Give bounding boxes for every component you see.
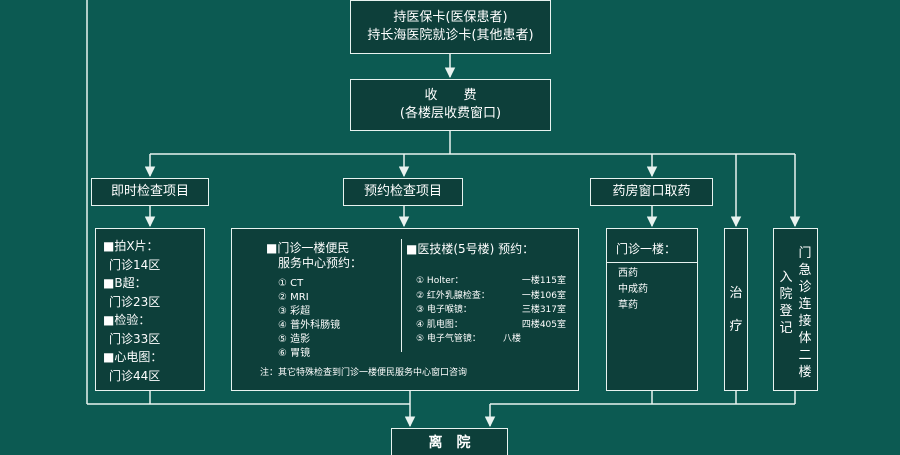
appointment-right-item-loc: 三楼317室 <box>521 305 566 315</box>
appointment-right-item-loc: 一楼115室 <box>521 276 566 286</box>
admission-char: 接 <box>798 314 812 329</box>
appointment-right-item: ④ 肌电图： 四楼405室 <box>416 318 566 333</box>
appointment-left-item: ⑤ 造影 <box>278 334 311 345</box>
immediate-items-box: ■拍X片： 门诊14区 ■B超： 门诊23区 ■检验： 门诊33区 ■心电图： … <box>95 228 205 391</box>
appointment-divider <box>401 239 402 352</box>
appointment-left-item: ③ 彩超 <box>278 306 311 317</box>
appointment-check-title: 预约检查项目 <box>363 184 442 199</box>
appointment-note: 注：其它特殊检查到门诊一楼便民服务中心窗口咨询 <box>260 368 468 378</box>
immediate-item-name: ■心电图： <box>103 350 163 364</box>
admission-char: 门 <box>798 246 812 261</box>
immediate-item-name: ■B超： <box>103 276 147 290</box>
appointment-left-item: ② MRI <box>278 292 309 303</box>
appointment-left-item: ④ 普外科肠镜 <box>278 320 341 331</box>
immediate-check-box: 即时检查项目 <box>91 178 209 206</box>
appointment-right-item: ① Holter： 一楼115室 <box>416 274 566 289</box>
admission-char: 楼 <box>798 365 812 380</box>
appointment-right-item-name: ② 红外乳腺检查： <box>416 290 490 301</box>
fee-box: 收 费 (各楼层收费窗口) <box>350 79 551 131</box>
appointment-check-box: 预约检查项目 <box>343 178 463 206</box>
admission-box: 入 院 登 记 门 急 诊 连 接 体 二 楼 <box>773 228 818 391</box>
patient-card-box: 持医保卡(医保患者) 持长海医院就诊卡(其他患者) <box>350 0 551 54</box>
appointment-right-item: ③ 电子喉镜： 三楼317室 <box>416 303 566 318</box>
admission-char: 二 <box>798 348 812 363</box>
pharmacy-divider <box>607 262 697 263</box>
fee-title: 收 费 <box>424 88 477 103</box>
appointment-right-title: ■医技楼(5号楼) 预约： <box>406 242 535 256</box>
treatment-char: 治 <box>729 286 743 301</box>
appointment-right-item: ② 红外乳腺检查： 一楼106室 <box>416 289 566 304</box>
appointment-right-item-name: ⑤ 电子气管镜： <box>416 334 481 344</box>
pharmacy-items-box: 门诊一楼： 西药 中成药 草药 <box>606 228 698 391</box>
treatment-char: 疗 <box>729 319 743 334</box>
pharmacy-item: 中成药 <box>618 284 648 295</box>
pharmacy-location: 门诊一楼： <box>616 242 677 256</box>
admission-char: 院 <box>779 287 793 302</box>
appointment-left-title: ■门诊一楼便民 <box>266 241 350 255</box>
appointment-right-item-name: ① Holter： <box>416 276 464 286</box>
appointment-right-item-name: ③ 电子喉镜： <box>416 305 472 315</box>
admission-char: 入 <box>779 270 793 285</box>
appointment-left-item: ⑥ 胃镜 <box>278 348 311 359</box>
discharge-box: 离 院 <box>391 428 508 455</box>
fee-subtitle: (各楼层收费窗口) <box>399 106 502 121</box>
admission-char: 登 <box>779 304 793 319</box>
admission-char: 记 <box>779 321 793 336</box>
pharmacy-title: 药房窗口取药 <box>612 184 691 199</box>
appointment-left-item: ① CT <box>278 278 304 289</box>
pharmacy-item: 西药 <box>618 268 638 279</box>
appointment-items-box: ■门诊一楼便民 服务中心预约： ① CT ② MRI ③ 彩超 ④ 普外科肠镜 … <box>231 228 579 391</box>
header-line-1: 持医保卡(医保患者) <box>393 10 508 25</box>
immediate-item-name: ■拍X片： <box>103 239 159 253</box>
pharmacy-item: 草药 <box>618 300 638 311</box>
appointment-right-item-loc: 四楼405室 <box>521 319 566 330</box>
appointment-right-item-loc: 一楼106室 <box>521 290 566 301</box>
immediate-item-loc: 门诊33区 <box>109 331 161 346</box>
appointment-right-item: ⑤ 电子气管镜： 八楼 <box>416 332 566 347</box>
immediate-check-title: 即时检查项目 <box>110 184 189 199</box>
immediate-item-loc: 门诊23区 <box>109 294 161 309</box>
appointment-right-item-loc: 八楼 <box>502 334 521 344</box>
immediate-item-loc: 门诊14区 <box>109 257 161 272</box>
treatment-box: 治 疗 <box>724 228 748 391</box>
admission-char: 诊 <box>798 280 812 295</box>
admission-char: 体 <box>798 331 812 346</box>
appointment-left-title: 服务中心预约： <box>278 256 363 270</box>
admission-char: 急 <box>798 263 812 278</box>
immediate-item-loc: 门诊44区 <box>109 368 161 383</box>
admission-char: 连 <box>798 297 812 312</box>
discharge-label: 离 院 <box>428 435 471 451</box>
immediate-item-name: ■检验： <box>103 313 151 327</box>
pharmacy-box: 药房窗口取药 <box>590 178 713 206</box>
header-line-2: 持长海医院就诊卡(其他患者) <box>367 28 534 43</box>
appointment-right-item-name: ④ 肌电图： <box>416 319 463 330</box>
